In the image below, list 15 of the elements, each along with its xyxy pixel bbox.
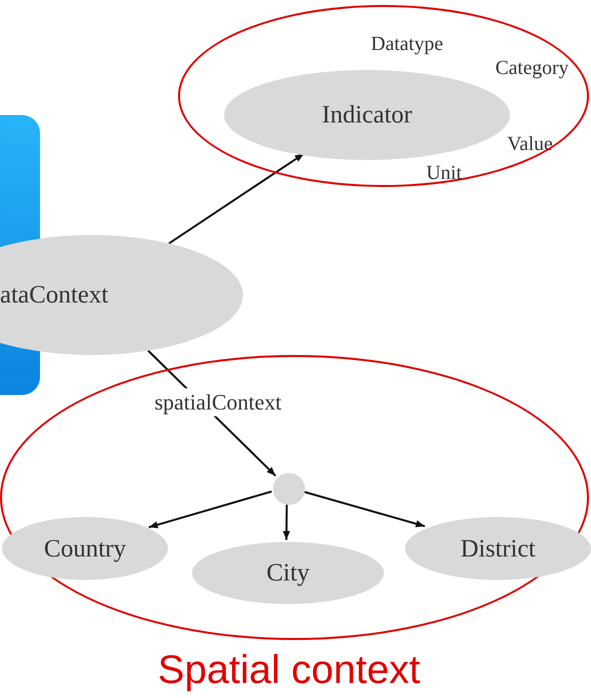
attribute-label: Value [507, 132, 553, 157]
class-label: ataContext [0, 280, 108, 310]
class-label: City [266, 558, 310, 588]
attribute-label: Category [495, 56, 569, 81]
arrow [148, 490, 272, 528]
arrow [282, 502, 290, 540]
group-title: Spatial context [158, 650, 420, 690]
attribute-label: Unit [426, 161, 462, 186]
class-label: District [460, 534, 536, 564]
arrow [302, 490, 426, 528]
class-label: Country [44, 534, 126, 564]
group-ellipse [178, 5, 589, 187]
arrow [168, 152, 304, 244]
attribute-label: Datatype [370, 32, 444, 57]
class-label: Indicator [322, 100, 412, 130]
